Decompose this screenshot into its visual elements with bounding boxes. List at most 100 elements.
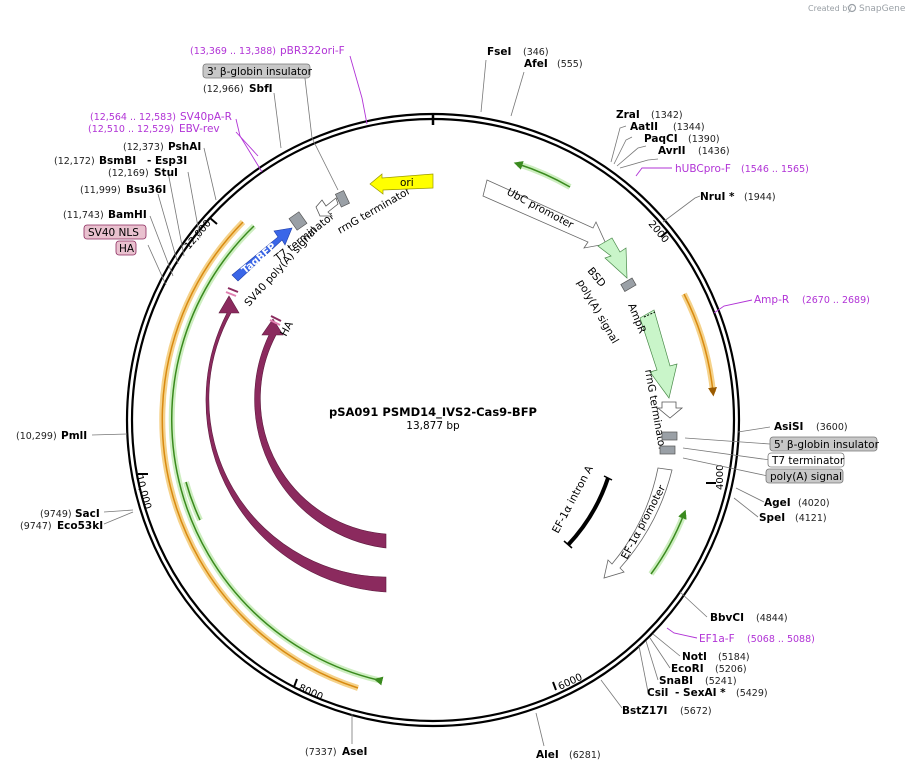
box-ha xyxy=(115,240,137,256)
green-orf-arcs xyxy=(168,161,687,686)
site-noti-pos: (5184) xyxy=(718,652,750,663)
primer-ef1a-f-range: (5068 .. 5088) xyxy=(747,634,815,645)
site-csii: CsiI xyxy=(647,687,668,699)
site-afei: AfeI xyxy=(524,58,548,70)
site-fsei-pos: (346) xyxy=(523,47,549,58)
site-bbvci-pos: (4844) xyxy=(756,613,788,624)
site-paqci-pos: (1390) xyxy=(688,134,720,145)
orf-arc-green-ubc-line xyxy=(513,161,571,188)
box-3prime-insulator-label: 3' β-globin insulator xyxy=(207,66,313,78)
site-sbfi: SbfI xyxy=(249,83,273,95)
site-sexai: - SexAI * xyxy=(675,687,726,699)
ef1a-promoter-arrow xyxy=(603,467,673,579)
site-alei: AleI xyxy=(536,749,559,761)
primer-amp-r-range: (2670 .. 2689) xyxy=(802,295,870,306)
ubc-promoter-feature: UbC promoter xyxy=(482,179,607,249)
box-t7-terminator-label: T7 terminator xyxy=(771,455,845,467)
tick-marks: 2000 4000 6000 8000 10,000 12,000 xyxy=(133,217,726,703)
site-paqci: PaqCI xyxy=(644,133,678,145)
site-nrui: NruI * xyxy=(700,191,735,203)
site-bsmbi: BsmBI xyxy=(99,155,136,167)
site-stui-pos: (12,169) xyxy=(108,168,149,179)
plasmid-center-label: pSA091 PSMD14_IVS2-Cas9-BFP 13,877 bp xyxy=(329,405,537,432)
site-ecori: EcoRI xyxy=(671,663,704,675)
site-bamhi-pos: (11,743) xyxy=(63,210,104,221)
site-snabi: SnaBI xyxy=(659,675,693,687)
tagbfp-arrow xyxy=(231,227,293,282)
box-sv40-nls-label: SV40 NLS xyxy=(88,227,139,239)
site-eco53ki: Eco53kI xyxy=(57,520,103,532)
box-5prime-insulator-label: 5' β-globin insulator xyxy=(774,439,880,451)
cas9-features: Cas9 Cas9 xyxy=(205,295,387,593)
bsd-feature: BSD poly(A) signal xyxy=(574,237,637,346)
primer-ef1a-f: EF1a-F xyxy=(699,633,735,645)
site-asei-pos: (7337) xyxy=(305,747,337,758)
site-fsei: FseI xyxy=(487,46,511,58)
site-sbfi-pos: (12,966) xyxy=(203,84,244,95)
cas9-inner-label: Cas9 xyxy=(259,479,279,508)
tick-label: 4000 xyxy=(715,465,726,490)
tick-label: 6000 xyxy=(557,672,585,693)
orf-arc-ampr xyxy=(681,292,716,393)
cas9-outer-arrow xyxy=(205,295,387,593)
site-avrii: AvrII xyxy=(658,145,686,157)
plasmid-name: pSA091 PSMD14_IVS2-Cas9-BFP xyxy=(329,405,537,420)
site-eco53ki-pos: (9747) xyxy=(20,521,52,532)
site-agei-pos: (4020) xyxy=(798,498,830,509)
primer-ebv-rev-range: (12,510 .. 12,529) xyxy=(88,124,174,135)
rrng-left-box xyxy=(334,190,350,208)
primer-leader-lines xyxy=(235,55,753,639)
site-ecori-pos: (5206) xyxy=(715,664,747,675)
site-zrai: ZraI xyxy=(616,109,640,121)
site-csii-pos: (5429) xyxy=(736,688,768,699)
site-noti: NotI xyxy=(682,651,707,663)
cas9-inner-arrow xyxy=(254,318,387,549)
plasmid-size: 13,877 bp xyxy=(406,420,460,432)
site-stui: StuI xyxy=(154,167,178,179)
site-afei-pos: (555) xyxy=(557,59,583,70)
site-bsu36i: Bsu36I xyxy=(126,184,166,196)
ha-label: HA xyxy=(278,319,296,339)
orf-arc-green-ef1a xyxy=(648,512,687,576)
restriction-sites: FseI (346) AfeI (555) ZraI (1342) AatII … xyxy=(16,46,848,761)
site-bsmbi-pos: (12,172) xyxy=(54,156,95,167)
rrng-right-arrow xyxy=(656,401,684,419)
t7-right-box xyxy=(661,431,678,441)
primer-labels: pBR322ori-F (13,369 .. 13,388) SV40pA-R … xyxy=(88,45,870,645)
orf-arc-ampr-line xyxy=(683,293,718,397)
site-asisi: AsiSI xyxy=(774,421,803,433)
ori-arrow xyxy=(369,173,434,195)
box-3prime-insulator xyxy=(202,63,311,79)
ef1a-promoter-label: EF-1α promoter xyxy=(619,483,668,562)
site-bsu36i-pos: (11,999) xyxy=(80,185,121,196)
ef1a-region: EF-1α intron A EF-1α promoter xyxy=(550,463,673,579)
orf-arc-green-small-line xyxy=(185,481,201,521)
site-pmli-pos: (10,299) xyxy=(16,431,57,442)
ampr-arrow xyxy=(639,309,678,399)
boxed-labels: 3' β-globin insulator SV40 NLS HA 5' β-g… xyxy=(83,63,880,484)
sv40-polya-box xyxy=(288,211,308,231)
site-saci: SacI xyxy=(75,508,100,520)
site-spei-pos: (4121) xyxy=(795,513,827,524)
primer-hubcpro-f-range: (1546 .. 1565) xyxy=(741,164,809,175)
site-nrui-pos: (1944) xyxy=(744,192,776,203)
polya-right-box xyxy=(659,445,676,455)
site-bstz17i: BstZ17I xyxy=(622,705,667,717)
ef1a-intron-bar xyxy=(566,477,610,547)
ori-label: ori xyxy=(400,177,414,189)
orf-arc-green-ef1a-line xyxy=(650,509,687,575)
box-5prime-insulator xyxy=(769,436,878,452)
snapgene-logo-icon xyxy=(847,3,857,13)
plasmid-backbone xyxy=(125,112,741,728)
orf-arc-green-ubc xyxy=(517,161,572,190)
box-polya-signal-label: poly(A) signal xyxy=(770,471,842,483)
box-t7-terminator xyxy=(767,452,845,468)
rrng-left-label: rrnG terminator xyxy=(336,185,414,237)
orf-arcs xyxy=(159,219,718,691)
orf-arc-cas9-outer-line xyxy=(161,221,359,689)
primer-hubcpro-f: hUBCpro-F xyxy=(675,163,731,175)
site-saci-pos: (9749) xyxy=(40,509,72,520)
site-bamhi: BamHI xyxy=(108,209,147,221)
orf-arc-green-outer-line xyxy=(170,225,384,686)
